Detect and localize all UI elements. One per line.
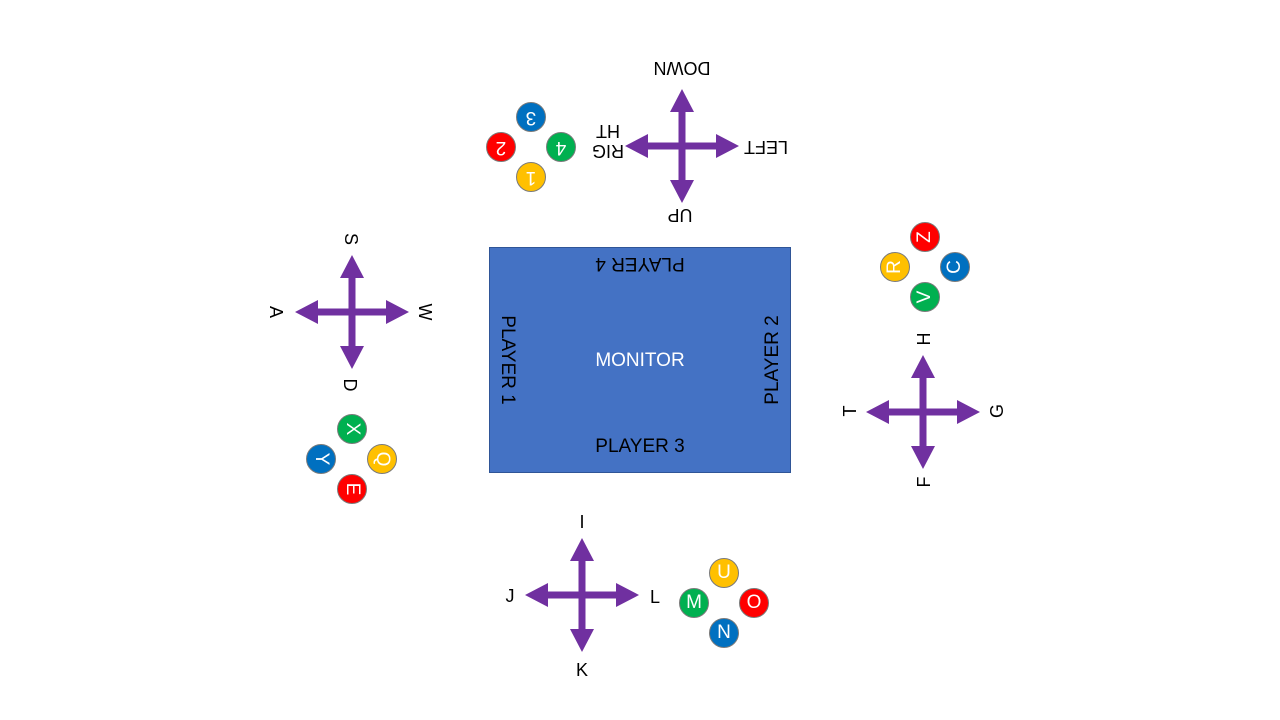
- p2-button-red-label: Z: [914, 231, 935, 243]
- p3-button-blue: N: [709, 618, 739, 648]
- p3-button-red: O: [739, 588, 769, 618]
- player1-label: PLAYER 1: [497, 315, 518, 405]
- p4-button-green: 4: [546, 132, 576, 162]
- p1-button-yellow: Q: [367, 444, 397, 474]
- player3-label: PLAYER 3: [595, 436, 685, 457]
- p4-button-green-label: 4: [555, 137, 567, 158]
- p1-button-yellow-label: Q: [372, 451, 393, 467]
- p1-dpad-right: W: [415, 303, 435, 321]
- p3-dpad-right: L: [649, 587, 661, 607]
- p4-button-yellow-label: 1: [525, 167, 537, 188]
- p2-dpad-right: G: [987, 403, 1007, 419]
- monitor-box: [489, 247, 791, 473]
- p2-dpad-bottom: F: [914, 476, 934, 488]
- p3-dpad-left: J: [505, 586, 515, 606]
- p2-button-green-label: V: [914, 290, 935, 304]
- p3-button-yellow-label: U: [717, 562, 731, 583]
- p2-button-yellow-label: R: [884, 260, 905, 274]
- p3-button-green: M: [679, 588, 709, 618]
- p1-button-red-label: E: [342, 482, 363, 496]
- p3-button-green-label: M: [686, 592, 702, 613]
- p2-button-red: Z: [910, 222, 940, 252]
- p4-button-red: 2: [486, 132, 516, 162]
- p4-button-blue-label: 3: [525, 107, 537, 128]
- p4-button-red-label: 2: [495, 137, 507, 158]
- cross-arrow-icon: [525, 538, 639, 652]
- p4-dpad-right: LEFT: [743, 137, 789, 157]
- p1-button-green: X: [337, 414, 367, 444]
- p2-dpad-top: H: [914, 332, 934, 346]
- p1-dpad-top: S: [341, 232, 361, 246]
- p3-dpad-top: I: [579, 512, 585, 532]
- p4-button-blue: 3: [516, 102, 546, 132]
- p2-button-yellow: R: [880, 252, 910, 282]
- p1-button-red: E: [337, 474, 367, 504]
- p4-dpad-bottom: UP: [667, 205, 693, 225]
- cross-arrow-icon: [866, 355, 980, 469]
- p1-dpad-left: A: [266, 305, 286, 319]
- p1-button-green-label: X: [342, 422, 363, 436]
- monitor-label: MONITOR: [595, 350, 685, 371]
- p1-dpad-bottom: D: [340, 378, 360, 392]
- p1-button-blue: Y: [306, 444, 336, 474]
- p2-button-blue: C: [940, 252, 970, 282]
- p1-button-blue-label: Y: [311, 452, 332, 466]
- p2-dpad-left: T: [840, 405, 860, 417]
- cross-arrow-icon: [625, 89, 739, 203]
- p4-dpad-top: DOWN: [653, 58, 711, 78]
- p2-button-green: V: [910, 282, 940, 312]
- p3-dpad-bottom: K: [575, 660, 589, 680]
- p3-button-yellow: U: [709, 558, 739, 588]
- player2-label: PLAYER 2: [762, 315, 783, 405]
- p3-button-red-label: O: [746, 592, 762, 613]
- p4-button-yellow: 1: [516, 162, 546, 192]
- p4-dpad-left: RIG HT: [591, 121, 625, 161]
- player4-label: PLAYER 4: [595, 253, 685, 274]
- cross-arrow-icon: [295, 255, 409, 369]
- p3-button-blue-label: N: [717, 622, 731, 643]
- p2-button-blue-label: C: [944, 260, 965, 274]
